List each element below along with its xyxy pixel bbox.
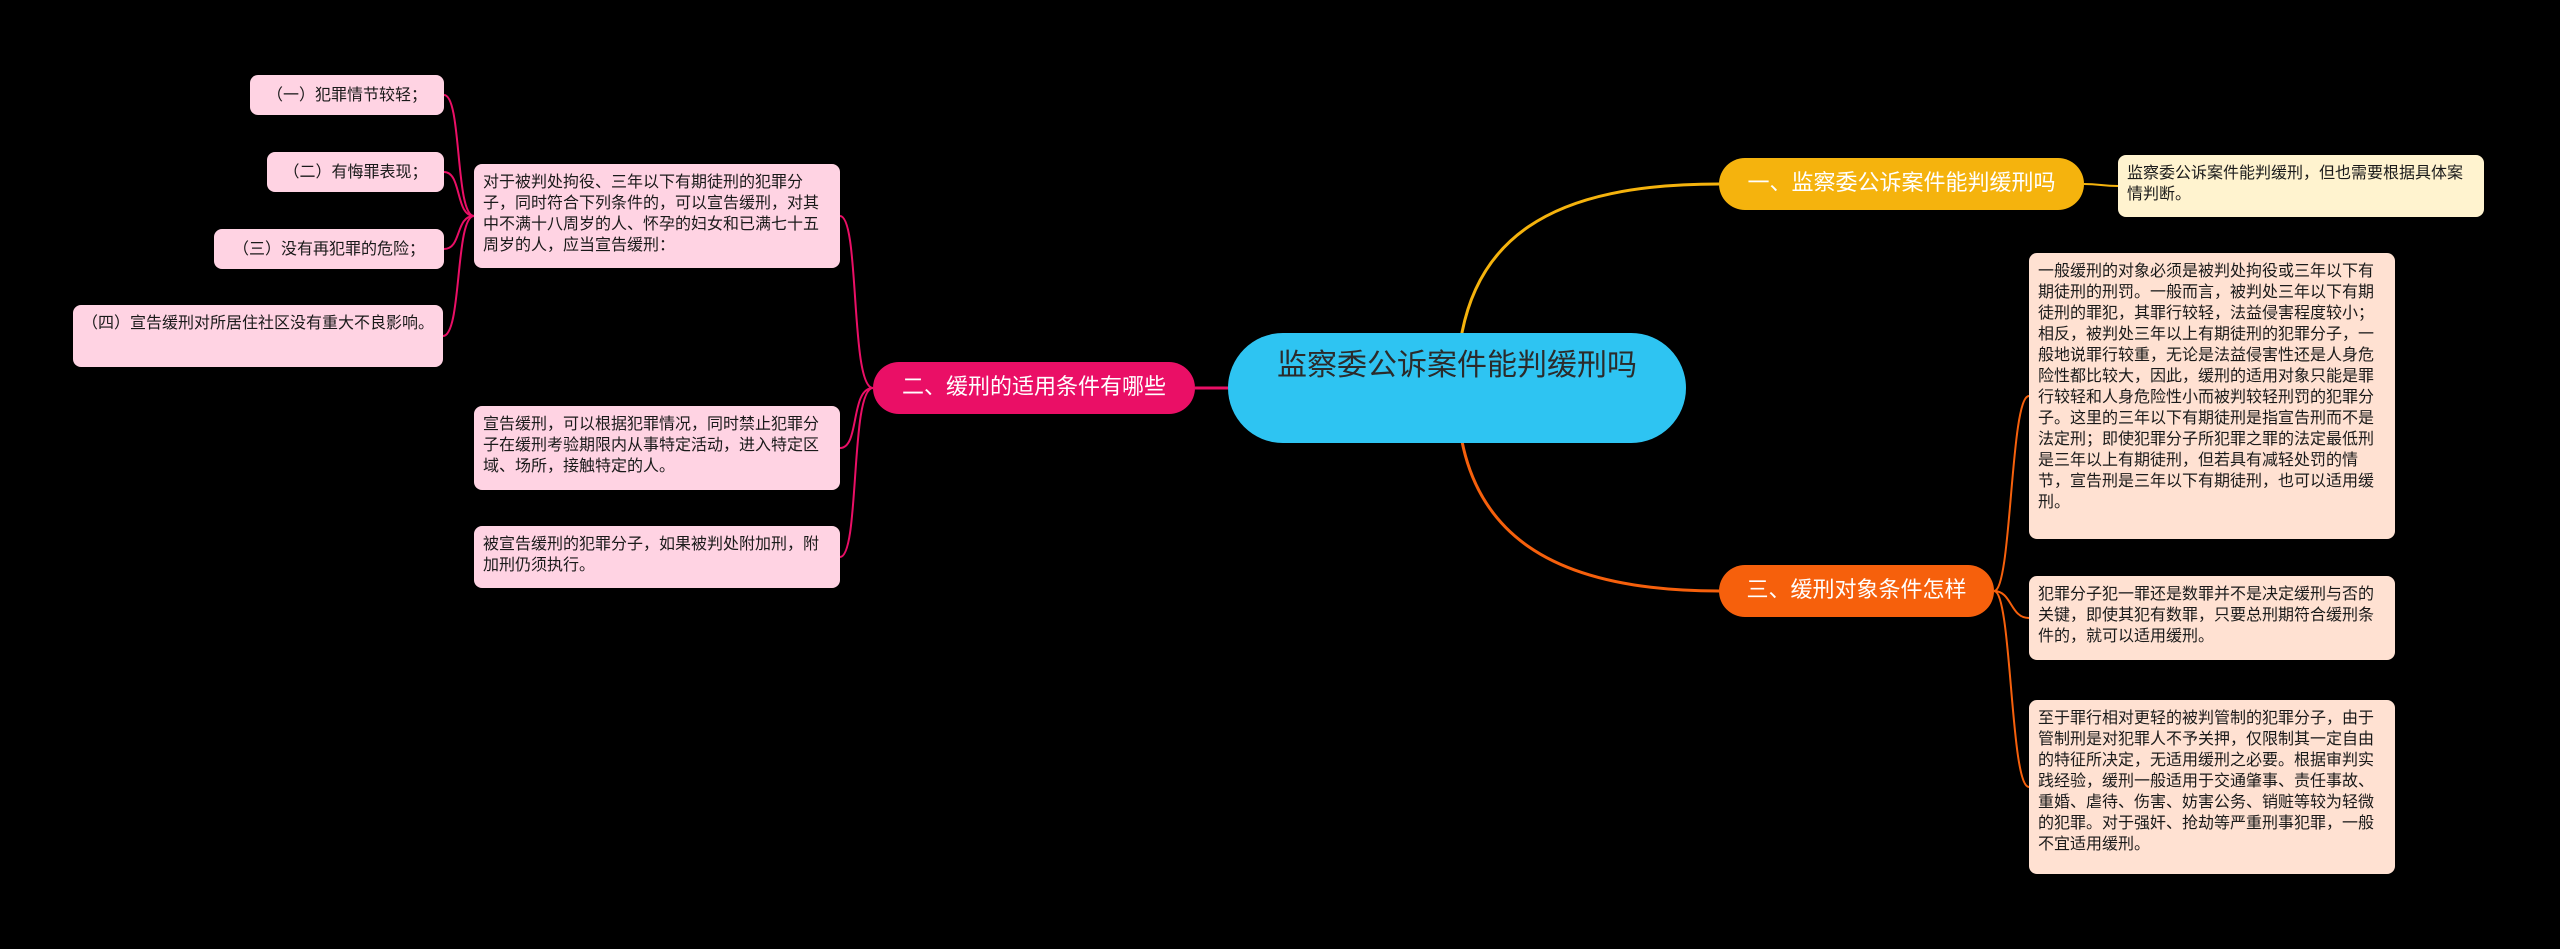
branch-1-node[interactable]: 一、监察委公诉案件能判缓刑吗 <box>1719 158 2084 210</box>
branch-1-leaf-1[interactable]: 监察委公诉案件能判缓刑，但也需要根据具体案情判断。 <box>2118 155 2484 217</box>
branch-2-label: 二、缓刑的适用条件有哪些 <box>901 375 1166 400</box>
branch-3-node[interactable]: 三、缓刑对象条件怎样 <box>1719 565 1994 617</box>
link-branch2-leaf3 <box>839 387 874 558</box>
link-leaf1-sub3 <box>443 215 475 250</box>
branch-2-leaf-1-text: 对于被判处拘役、三年以下有期徒刑的犯罪分子，同时符合下列条件的，可以宣告缓刑，对… <box>483 172 820 254</box>
link-branch2-leaf2 <box>839 387 874 449</box>
link-branch3-leaf3 <box>1993 590 2030 788</box>
branch-2-leaf-3[interactable]: 被宣告缓刑的犯罪分子，如果被判处附加刑，附加刑仍须执行。 <box>474 526 840 588</box>
branch-2-sub-4[interactable]: （四）宣告缓刑对所居住社区没有重大不良影响。 <box>73 305 443 367</box>
branch-3-leaf-3-text: 至于罪行相对更轻的被判管制的犯罪分子，由于管制刑是对犯罪人不予关押，仅限制其一定… <box>2038 708 2375 853</box>
branch-2-sub-2-text: （二）有悔罪表现； <box>283 162 428 181</box>
branch-1-leaf-1-text: 监察委公诉案件能判缓刑，但也需要根据具体案情判断。 <box>2127 163 2464 203</box>
link-branch1-leaf1 <box>2083 183 2119 187</box>
branch-3-leaf-2-text: 犯罪分子犯一罪还是数罪并不是决定缓刑与否的关键，即使其犯有数罪，只要总刑期符合缓… <box>2038 584 2375 645</box>
branch-2-leaf-2[interactable]: 宣告缓刑，可以根据犯罪情况，同时禁止犯罪分子在缓刑考验期限内从事特定活动，进入特… <box>474 406 840 490</box>
link-branch2-leaf1 <box>839 215 874 389</box>
link-branch3-leaf2 <box>1993 590 2030 619</box>
branch-2-sub-4-text: （四）宣告缓刑对所居住社区没有重大不良影响。 <box>82 313 435 332</box>
branch-2-leaf-3-text: 被宣告缓刑的犯罪分子，如果被判处附加刑，附加刑仍须执行。 <box>483 534 820 574</box>
link-leaf1-sub2 <box>443 171 475 217</box>
branch-2-sub-1[interactable]: （一）犯罪情节较轻； <box>250 75 444 115</box>
link-leaf1-sub4 <box>442 215 475 337</box>
branch-2-node[interactable]: 二、缓刑的适用条件有哪些 <box>873 362 1195 414</box>
branch-2-sub-3[interactable]: （三）没有再犯罪的危险； <box>214 229 444 269</box>
branch-1-label: 一、监察委公诉案件能判缓刑吗 <box>1747 171 2056 196</box>
link-leaf1-sub1 <box>443 94 475 217</box>
branch-2-leaf-1[interactable]: 对于被判处拘役、三年以下有期徒刑的犯罪分子，同时符合下列条件的，可以宣告缓刑，对… <box>474 164 840 268</box>
branch-3-label: 三、缓刑对象条件怎样 <box>1746 578 1967 603</box>
branch-3-leaf-1[interactable]: 一般缓刑的对象必须是被判处拘役或三年以下有期徒刑的刑罚。一般而言，被判处三年以下… <box>2029 253 2395 539</box>
central-topic[interactable]: 监察委公诉案件能判缓刑吗 <box>1228 333 1686 443</box>
link-branch3-leaf1 <box>1993 395 2030 592</box>
link-central-branch3 <box>1455 387 1720 593</box>
link-central-branch1 <box>1455 182 1720 389</box>
branch-3-leaf-1-text: 一般缓刑的对象必须是被判处拘役或三年以下有期徒刑的刑罚。一般而言，被判处三年以下… <box>2038 261 2375 511</box>
branch-3-leaf-3[interactable]: 至于罪行相对更轻的被判管制的犯罪分子，由于管制刑是对犯罪人不予关押，仅限制其一定… <box>2029 700 2395 874</box>
branch-2-leaf-2-text: 宣告缓刑，可以根据犯罪情况，同时禁止犯罪分子在缓刑考验期限内从事特定活动，进入特… <box>483 414 820 475</box>
central-topic-label: 监察委公诉案件能判缓刑吗 <box>1277 348 1637 383</box>
branch-2-sub-3-text: （三）没有再犯罪的危险； <box>232 239 425 258</box>
branch-3-leaf-2[interactable]: 犯罪分子犯一罪还是数罪并不是决定缓刑与否的关键，即使其犯有数罪，只要总刑期符合缓… <box>2029 576 2395 660</box>
branch-2-sub-1-text: （一）犯罪情节较轻； <box>266 85 427 104</box>
branch-2-sub-2[interactable]: （二）有悔罪表现； <box>267 152 444 192</box>
